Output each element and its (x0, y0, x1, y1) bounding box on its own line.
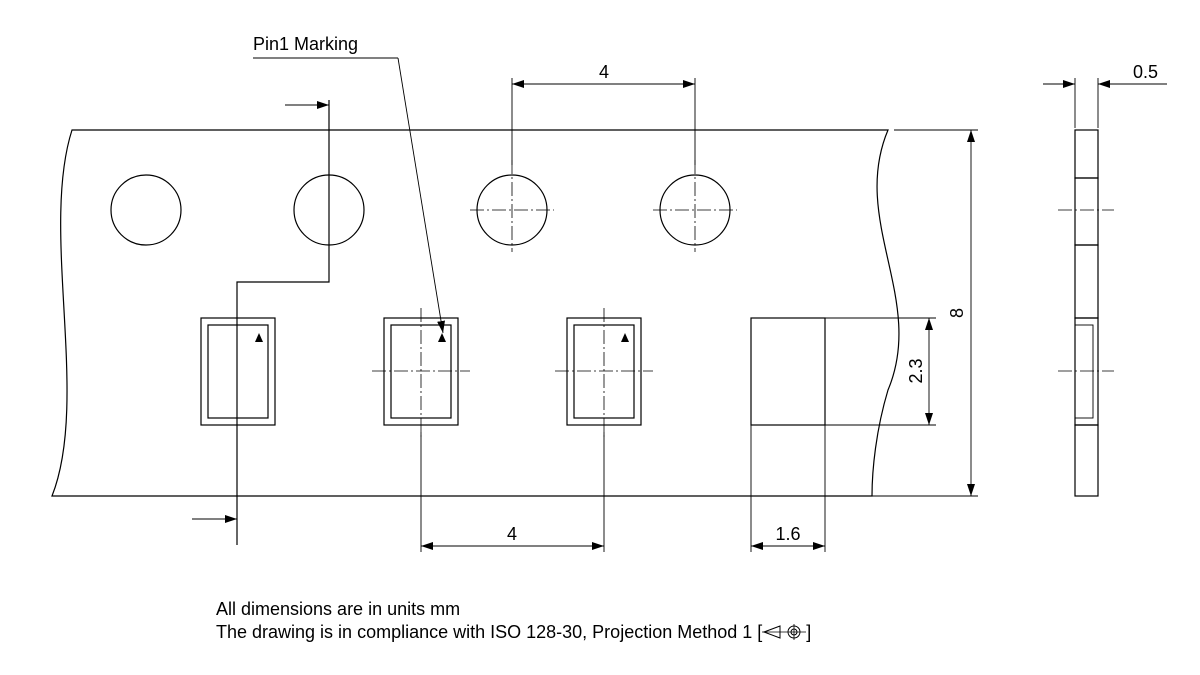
triangle-icon (621, 333, 629, 342)
svg-text:4: 4 (599, 62, 609, 82)
pocket-pitch-dimension: 4 (420, 432, 605, 552)
pocket-length-dimension: 2.3 (825, 317, 936, 426)
pin1-leader: Pin1 Marking (253, 34, 446, 334)
pocket-width-dimension: 1.6 (750, 425, 826, 552)
svg-text:2.3: 2.3 (906, 358, 926, 383)
svg-text:8: 8 (947, 308, 967, 318)
thickness-dimension: 0.5 (1043, 62, 1167, 128)
svg-text:0.5: 0.5 (1133, 62, 1158, 82)
drawing-notes: All dimensions are in units mm The drawi… (216, 598, 811, 644)
section-cut-line (192, 100, 330, 545)
sprocket-hole (110, 174, 182, 246)
hole-pitch-dimension: 4 (511, 62, 696, 165)
compliance-text: The drawing is in compliance with ISO 12… (216, 622, 763, 642)
triangle-icon (255, 333, 263, 342)
svg-text:4: 4 (507, 524, 517, 544)
svg-text:1.6: 1.6 (775, 524, 800, 544)
sprocket-holes (110, 160, 737, 252)
pockets (200, 308, 826, 440)
tape-outline (51, 129, 900, 497)
pin1-marking-label: Pin1 Marking (253, 34, 358, 54)
side-section-view (1058, 129, 1114, 497)
tape-width-dimension: 8 (872, 129, 978, 497)
compliance-suffix: ] (806, 622, 812, 642)
component (750, 317, 826, 426)
triangle-icon (438, 333, 446, 342)
pocket (200, 317, 276, 426)
first-angle-projection-icon (762, 624, 807, 640)
compliance-note: The drawing is in compliance with ISO 12… (216, 621, 811, 644)
units-note: All dimensions are in units mm (216, 599, 461, 619)
